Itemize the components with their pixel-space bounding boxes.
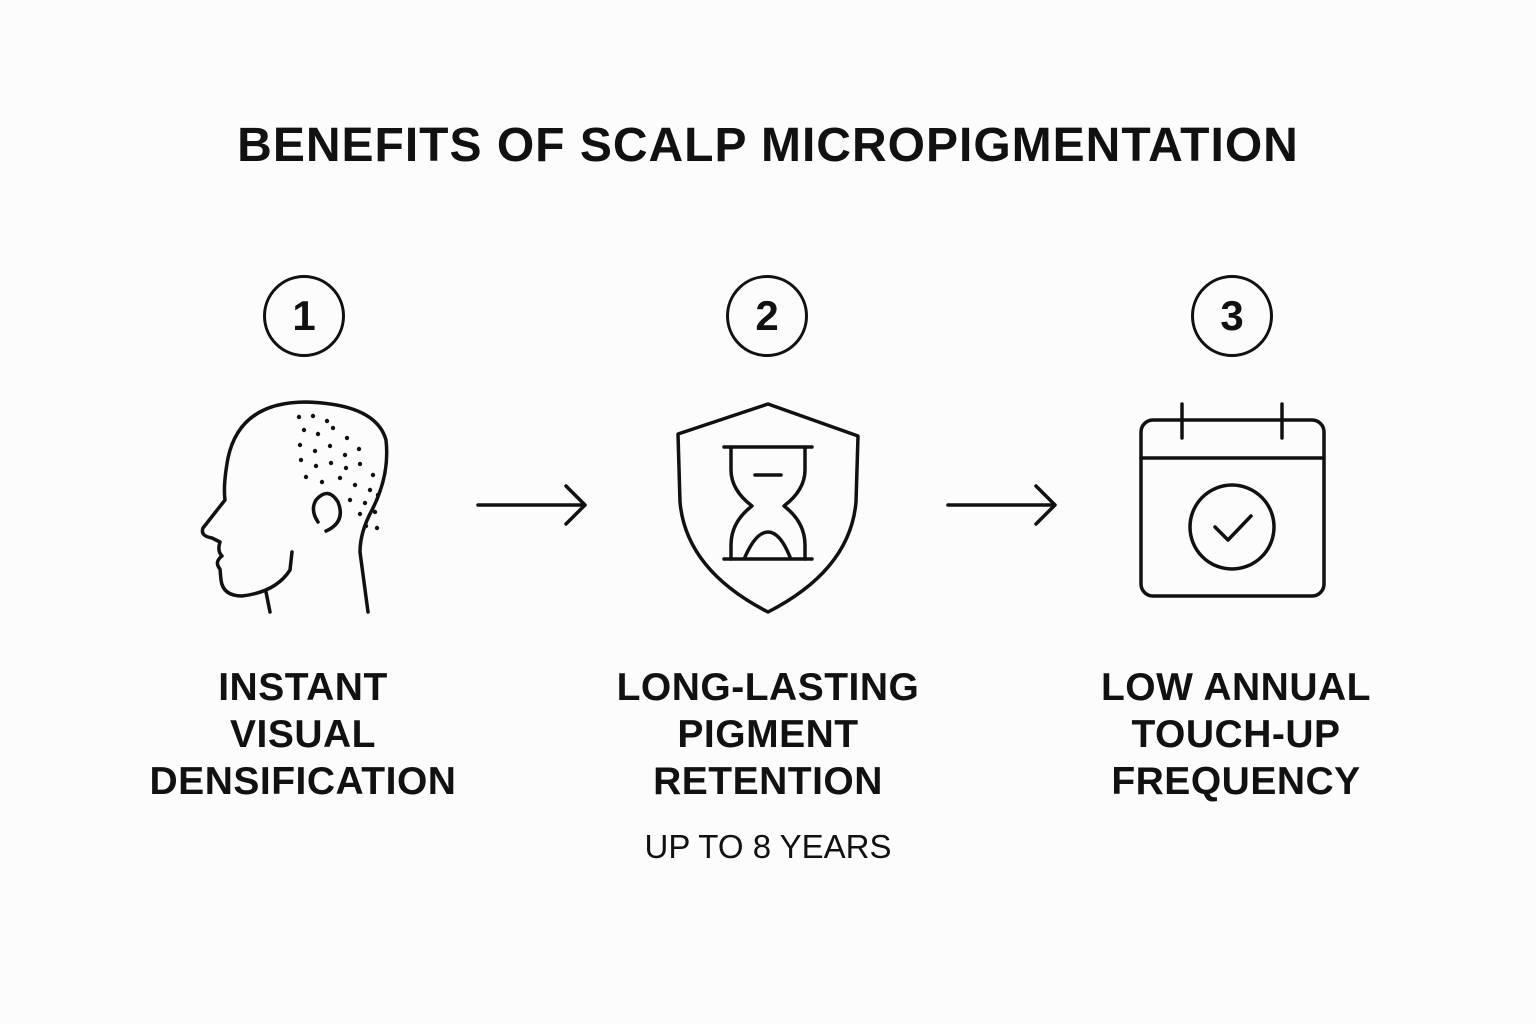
scalp-dot: [342, 452, 348, 458]
scalp-dot: [343, 465, 349, 471]
arrow-icon: [476, 484, 587, 526]
label-line: DENSIFICATION: [149, 760, 457, 803]
scalp-dot: [357, 461, 363, 467]
scalp-dot: [352, 482, 358, 488]
step-number-3: 3: [1191, 275, 1273, 357]
label-line: LONG-LASTING: [616, 666, 920, 709]
head-profile-dots-icon: [200, 400, 389, 614]
scalp-dot: [327, 443, 333, 449]
scalp-dot: [347, 497, 353, 503]
step-label-3: LOW ANNUAL TOUCH-UP FREQUENCY: [1016, 664, 1456, 805]
step-label-1: INSTANT VISUAL DENSIFICATION: [83, 664, 523, 805]
scalp-dot: [356, 446, 362, 452]
step-note-2: UP TO 8 YEARS: [644, 828, 892, 865]
scalp-dot: [315, 431, 321, 437]
label-line: PIGMENT: [677, 713, 859, 756]
scalp-dot: [330, 425, 336, 431]
scalp-dot: [362, 500, 368, 506]
label-line: LOW ANNUAL: [1100, 666, 1371, 709]
scalp-dot: [324, 418, 330, 424]
step-label-2: LONG-LASTING PIGMENT RETENTION: [548, 664, 988, 805]
scalp-dot: [370, 472, 376, 478]
scalp-dot: [310, 413, 316, 419]
scalp-dot: [363, 523, 369, 529]
scalp-dot: [328, 460, 334, 466]
scalp-dot: [301, 427, 307, 433]
scalp-dot: [298, 457, 304, 463]
label-line: RETENTION: [653, 760, 883, 803]
shield-hourglass-icon: [676, 402, 860, 614]
scalp-dot: [303, 474, 309, 480]
scalp-dot: [357, 511, 363, 517]
step-number-1: 1: [263, 275, 345, 357]
scalp-dot: [313, 463, 319, 469]
label-line: VISUAL: [229, 713, 376, 756]
calendar-check-icon: [1139, 402, 1326, 598]
scalp-dot: [367, 487, 373, 493]
scalp-dot: [337, 475, 343, 481]
scalp-dot: [296, 414, 302, 420]
step-number-2: 2: [726, 275, 808, 357]
scalp-dot: [375, 492, 381, 498]
page-title: BENEFITS OF SCALP MICROPIGMENTATION: [237, 119, 1299, 172]
scalp-dot: [344, 435, 350, 441]
scalp-dot: [312, 448, 318, 454]
label-line: INSTANT: [218, 666, 388, 709]
label-line: TOUCH-UP: [1131, 713, 1341, 756]
scalp-dot: [319, 479, 325, 485]
arrow-icon: [946, 484, 1057, 526]
scalp-dot: [374, 525, 380, 531]
scalp-dot: [297, 442, 303, 448]
scalp-dot: [372, 509, 378, 515]
label-line: FREQUENCY: [1111, 760, 1361, 803]
